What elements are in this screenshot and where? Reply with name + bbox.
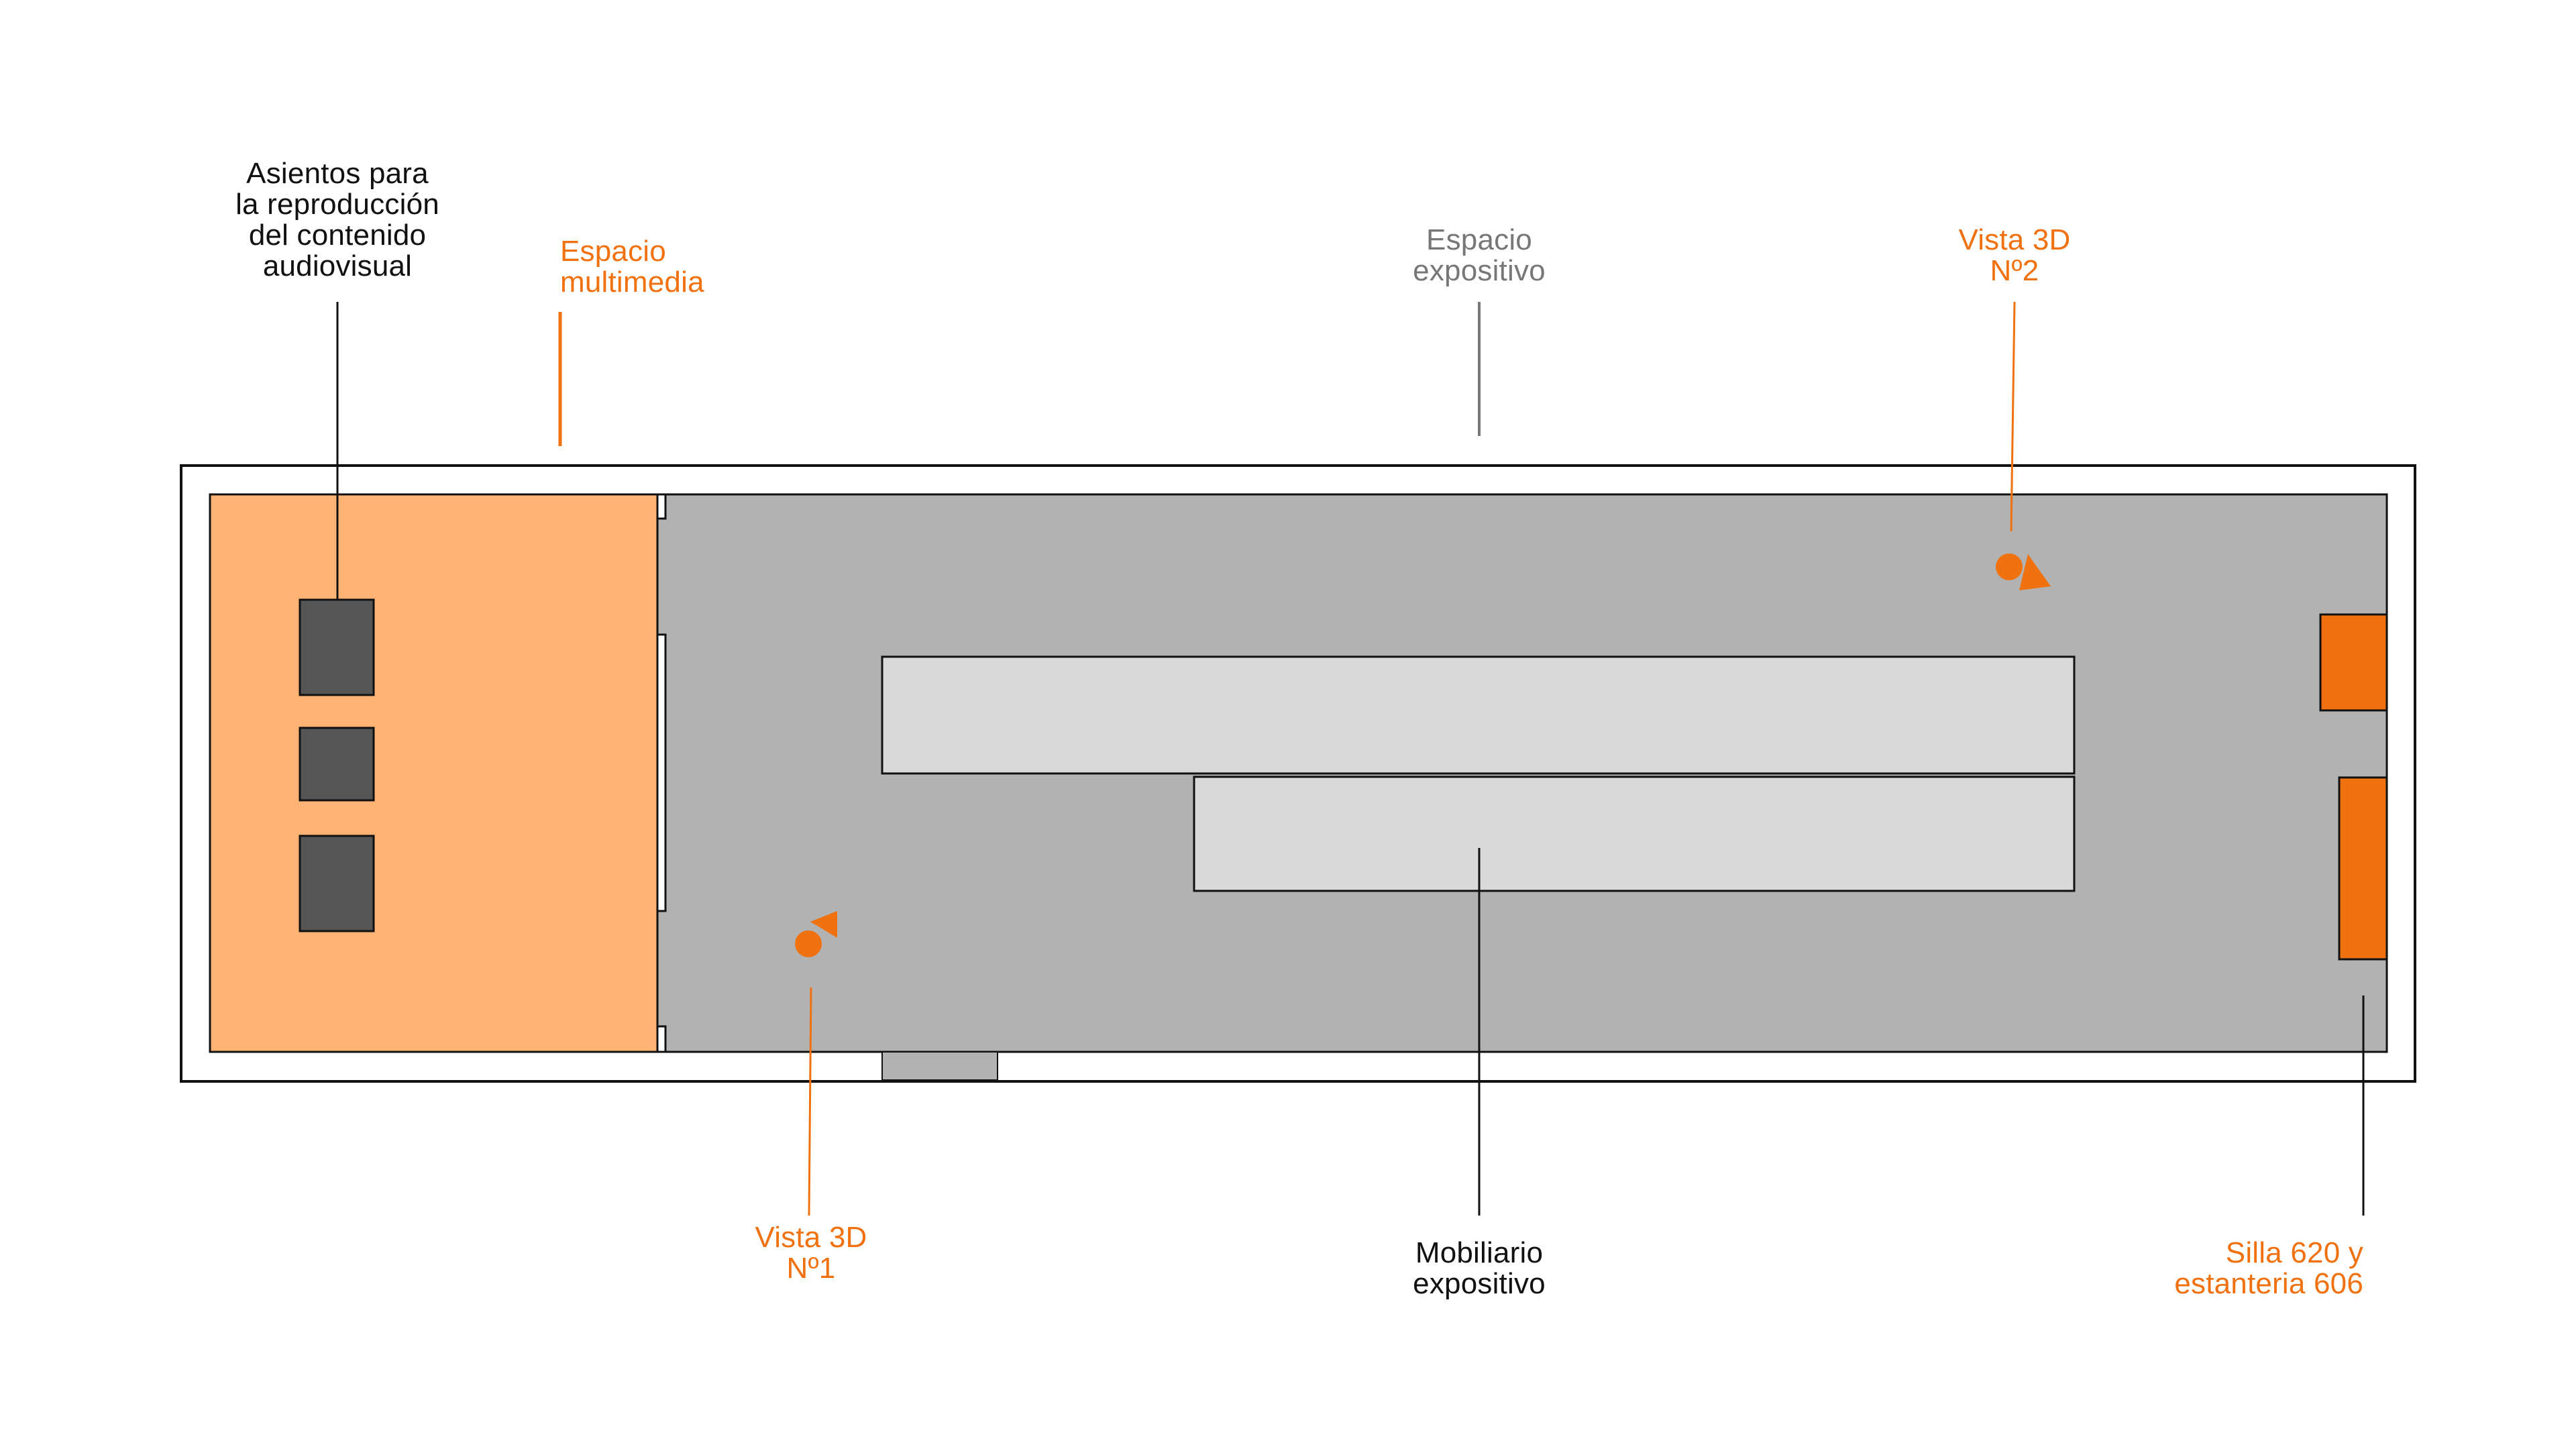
label-view1: Vista 3D Nº1 [677,1222,945,1284]
label-furniture: Mobiliario expositivo [1345,1238,1613,1299]
leader-view2 [2010,301,2016,532]
multimedia-floor [209,493,659,1053]
label-multimedia: Espacio multimedia [560,236,704,298]
label-seats: Asientos para la reproducción del conten… [203,158,472,282]
label-multimedia-line: multimedia [560,266,704,299]
label-view2-line: Vista 3D [1958,223,2071,256]
partition-wall [656,633,667,912]
label-chair-line: estanteria 606 [2174,1267,2363,1300]
label-seats-line: audiovisual [262,250,413,282]
label-multimedia-line: Espacio [560,235,666,268]
label-furniture-line: expositivo [1413,1267,1546,1300]
partition-wall [656,493,667,520]
seat [299,727,375,802]
exhibition-table [1193,775,2076,892]
chair-620 [2319,613,2388,712]
exhibition-table [881,655,2076,775]
camera-viewpoint-icon [795,911,837,957]
label-exhibition-line: Espacio [1426,223,1532,256]
label-seats-line: Asientos para [246,157,429,190]
label-exhibition: Espacio expositivo [1345,225,1613,286]
shelf-606 [2338,776,2388,961]
label-seats-line: del contenido [248,219,427,252]
label-view1-line: Vista 3D [755,1221,867,1254]
label-view2: Vista 3D Nº2 [1880,225,2149,286]
camera-viewpoint-icon [1996,553,2051,590]
seat [299,598,375,696]
leader-view1 [808,987,812,1216]
seat [299,835,375,932]
label-seats-line: la reproducción [235,188,439,221]
label-view1-line: Nº1 [786,1252,836,1285]
label-chair-line: Silla 620 y [2225,1236,2363,1269]
label-chair: Silla 620 y estanteria 606 [2095,1238,2363,1299]
label-view2-line: Nº2 [1990,254,2039,287]
partition-wall [656,1025,667,1053]
entrance-threshold [881,1051,998,1081]
label-furniture-line: Mobiliario [1415,1236,1544,1269]
label-exhibition-line: expositivo [1413,254,1546,287]
